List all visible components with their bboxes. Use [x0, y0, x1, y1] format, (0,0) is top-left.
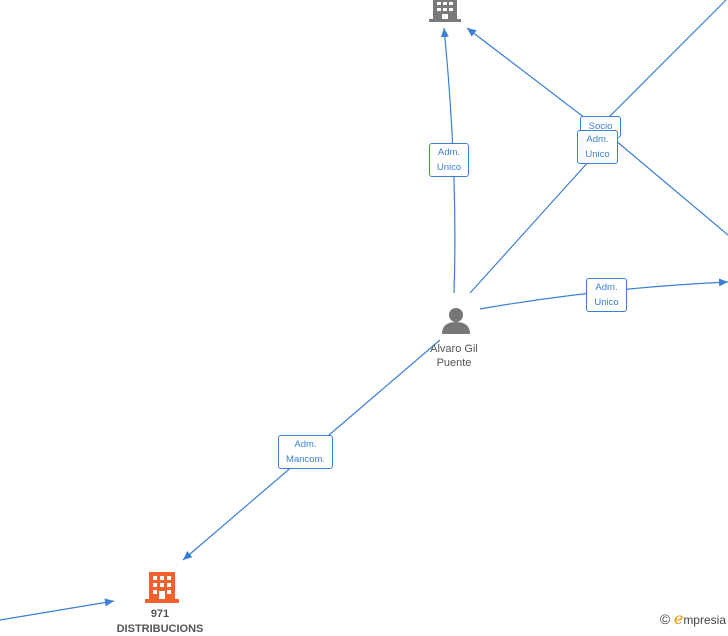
edge-label-adm-unico-right[interactable]: Adm. Unico: [586, 278, 627, 312]
edge-label-line1: Adm.: [437, 147, 461, 158]
building-icon[interactable]: [429, 0, 461, 22]
edge-left-to-971: [0, 598, 115, 621]
edge-socio-to-right: [614, 139, 728, 236]
person-icon[interactable]: [442, 308, 470, 334]
building-icon[interactable]: [145, 572, 179, 603]
edge-label-line1: Socio: [588, 121, 613, 132]
brand-rest: mpresia: [683, 613, 726, 627]
edge-label-adm-unico-top[interactable]: Adm. Unico: [429, 143, 469, 177]
empresia-logo: © empresia: [660, 609, 726, 628]
person-name-line1: Alvaro Gil: [430, 343, 478, 355]
edge-socio-to-top-company: [466, 27, 599, 129]
edge-label-line1: Adm.: [595, 282, 618, 293]
edge-label-line2: Mancom.: [285, 454, 326, 465]
edge-label-line2: Unico: [436, 162, 462, 173]
edge-label-line2: Unico: [594, 297, 619, 308]
edge-label-line2: Unico: [585, 149, 610, 160]
person-name-line2: Puente: [436, 357, 472, 369]
company-name-line1: 971: [150, 608, 170, 620]
edge-label-line1: Adm.: [586, 134, 609, 145]
company-name-line2: DISTRIBUCIONS: [116, 623, 204, 635]
edge-label-adm-unico-socio[interactable]: Adm. Unico: [577, 130, 618, 164]
edge-label-adm-mancom[interactable]: Adm. Mancom.: [278, 435, 333, 469]
edge-socio-to-top-right: [597, 0, 727, 129]
brand-e: e: [673, 609, 684, 628]
person-name-label[interactable]: Alvaro Gil Puente: [414, 342, 494, 370]
edge-person-to-socio-node: [469, 159, 591, 294]
copyright-symbol: ©: [659, 611, 671, 627]
company-name-label[interactable]: 971 DISTRIBUCIONS: [100, 607, 220, 636]
edge-label-line1: Adm.: [294, 439, 317, 450]
